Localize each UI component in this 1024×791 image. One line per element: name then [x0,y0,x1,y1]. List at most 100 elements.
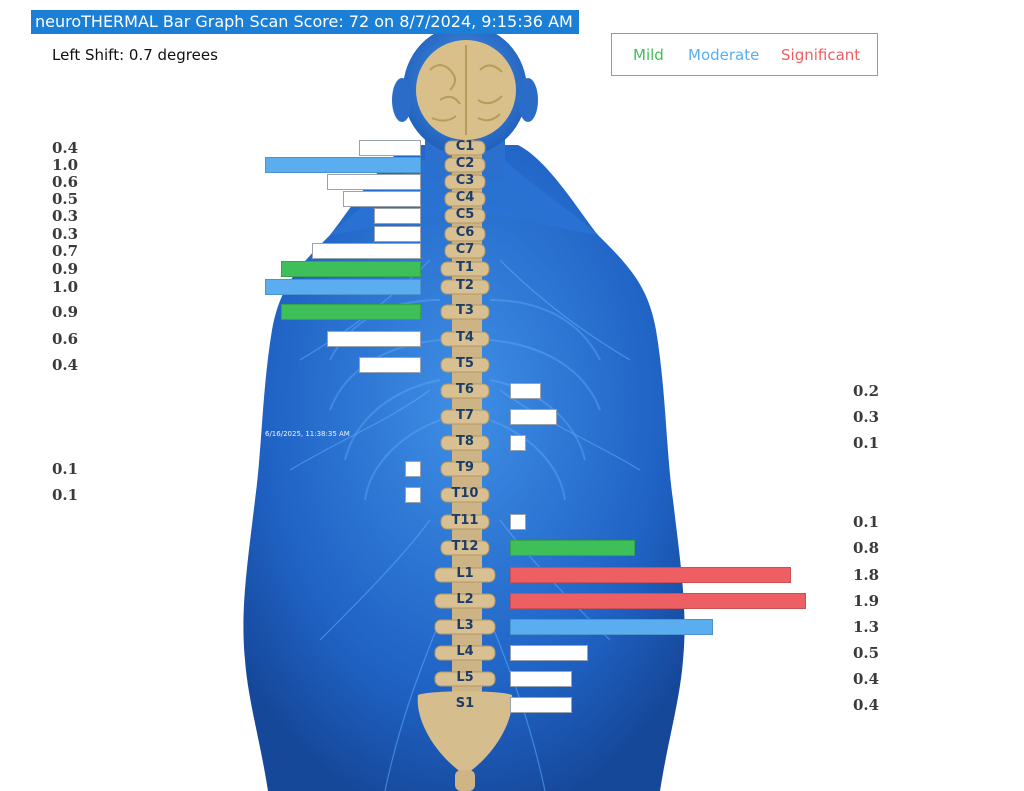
vertebra-label-t7: T7 [456,408,474,423]
left-bar-t1 [280,261,421,277]
vertebra-label-l4: L4 [456,644,474,659]
left-value-label-c1: 0.4 [52,139,79,157]
right-value-label-t12: 0.8 [853,539,880,557]
left-value-label-c5: 0.3 [52,207,79,225]
left-value-label-t5: 0.4 [52,356,79,374]
vertebra-label-t9: T9 [456,460,474,475]
vertebra-label-c2: C2 [455,156,475,171]
left-bar-c4 [343,191,421,207]
vertebra-label-l2: L2 [456,592,474,607]
right-bar-l5 [510,671,573,687]
vertebra-t7 [440,409,490,425]
scan-timestamp-stamp: 6/16/2025, 11:38:35 AM [265,430,350,438]
left-value-label-t4: 0.6 [52,330,79,348]
left-bar-c5 [374,208,421,224]
vertebra-label-c4: C4 [455,190,475,205]
vertebra-label-c5: C5 [455,207,475,222]
left-bar-t2 [265,279,421,295]
vertebra-c6 [444,226,486,242]
left-bar-c1 [358,140,421,156]
right-value-label-l2: 1.9 [853,592,880,610]
legend-significant: Significant [781,46,861,64]
vertebra-label-l1: L1 [456,566,474,581]
right-value-label-t11: 0.1 [853,513,880,531]
right-bar-l2 [510,593,807,609]
right-value-label-l1: 1.8 [853,566,880,584]
vertebra-label-t6: T6 [456,382,474,397]
left-bar-t4 [327,331,421,347]
right-value-label-t7: 0.3 [853,408,880,426]
vertebra-label-t8: T8 [456,434,474,449]
vertebra-label-c3: C3 [455,173,475,188]
left-value-label-c3: 0.6 [52,173,79,191]
right-value-label-l4: 0.5 [853,644,880,662]
right-bar-l4 [510,645,588,661]
left-value-label-t10: 0.1 [52,486,79,504]
vertebra-c4 [444,191,486,207]
vertebra-t11 [440,514,490,530]
right-value-label-t6: 0.2 [853,382,880,400]
left-value-label-t3: 0.9 [52,303,79,321]
vertebra-t3 [440,304,490,320]
vertebra-t6 [440,383,490,399]
vertebra-c3 [444,174,486,190]
vertebra-l2 [434,593,496,609]
vertebra-t1 [440,261,490,277]
left-value-label-c4: 0.5 [52,190,79,208]
vertebra-label-t3: T3 [456,303,474,318]
right-value-label-l5: 0.4 [853,670,880,688]
vertebra-t2 [440,279,490,295]
scan-title: neuroTHERMAL Bar Graph Scan Score: 72 on… [31,10,579,34]
left-bar-c7 [311,243,421,259]
right-bar-t6 [510,383,542,399]
left-value-label-t9: 0.1 [52,460,79,478]
right-bar-t8 [510,435,526,451]
legend-moderate: Moderate [688,46,760,64]
left-bar-t3 [280,304,421,320]
vertebra-label-s1: S1 [455,696,475,711]
vertebra-label-t10: T10 [451,486,479,501]
vertebra-label-l3: L3 [456,618,474,633]
vertebra-label-t12: T12 [451,539,479,554]
vertebra-label-c6: C6 [455,225,475,240]
right-value-label-t8: 0.1 [853,434,880,452]
left-value-label-c6: 0.3 [52,225,79,243]
vertebra-t8 [440,435,490,451]
vertebra-l3 [434,619,496,635]
right-bar-t11 [510,514,526,530]
vertebra-c7 [444,243,486,259]
left-bar-t10 [405,487,421,503]
vertebra-t4 [440,331,490,347]
vertebra-label-l5: L5 [456,670,474,685]
right-bar-s1 [510,697,573,713]
vertebra-label-c1: C1 [455,139,475,154]
shift-readout: Left Shift: 0.7 degrees [52,46,218,64]
left-bar-c3 [327,174,421,190]
vertebra-label-c7: C7 [455,242,475,257]
legend-mild: Mild [633,46,664,64]
vertebra-l1 [434,567,496,583]
left-bar-t9 [405,461,421,477]
right-bar-t12 [510,540,635,556]
vertebra-l4 [434,645,496,661]
vertebra-label-t5: T5 [456,356,474,371]
right-bar-l3 [510,619,713,635]
right-value-label-l3: 1.3 [853,618,880,636]
left-bar-c2 [265,157,421,173]
vertebra-label-t2: T2 [456,278,474,293]
right-bar-t7 [510,409,557,425]
vertebra-t10 [440,487,490,503]
right-bar-l1 [510,567,791,583]
vertebra-t9 [440,461,490,477]
left-bar-t5 [358,357,421,373]
vertebra-c1 [444,140,486,156]
left-value-label-c2: 1.0 [52,156,79,174]
left-value-label-c7: 0.7 [52,242,79,260]
left-value-label-t2: 1.0 [52,278,79,296]
vertebra-l5 [434,671,496,687]
vertebra-c5 [444,208,486,224]
vertebra-t12 [440,540,490,556]
left-value-label-t1: 0.9 [52,260,79,278]
vertebra-label-t1: T1 [456,260,474,275]
